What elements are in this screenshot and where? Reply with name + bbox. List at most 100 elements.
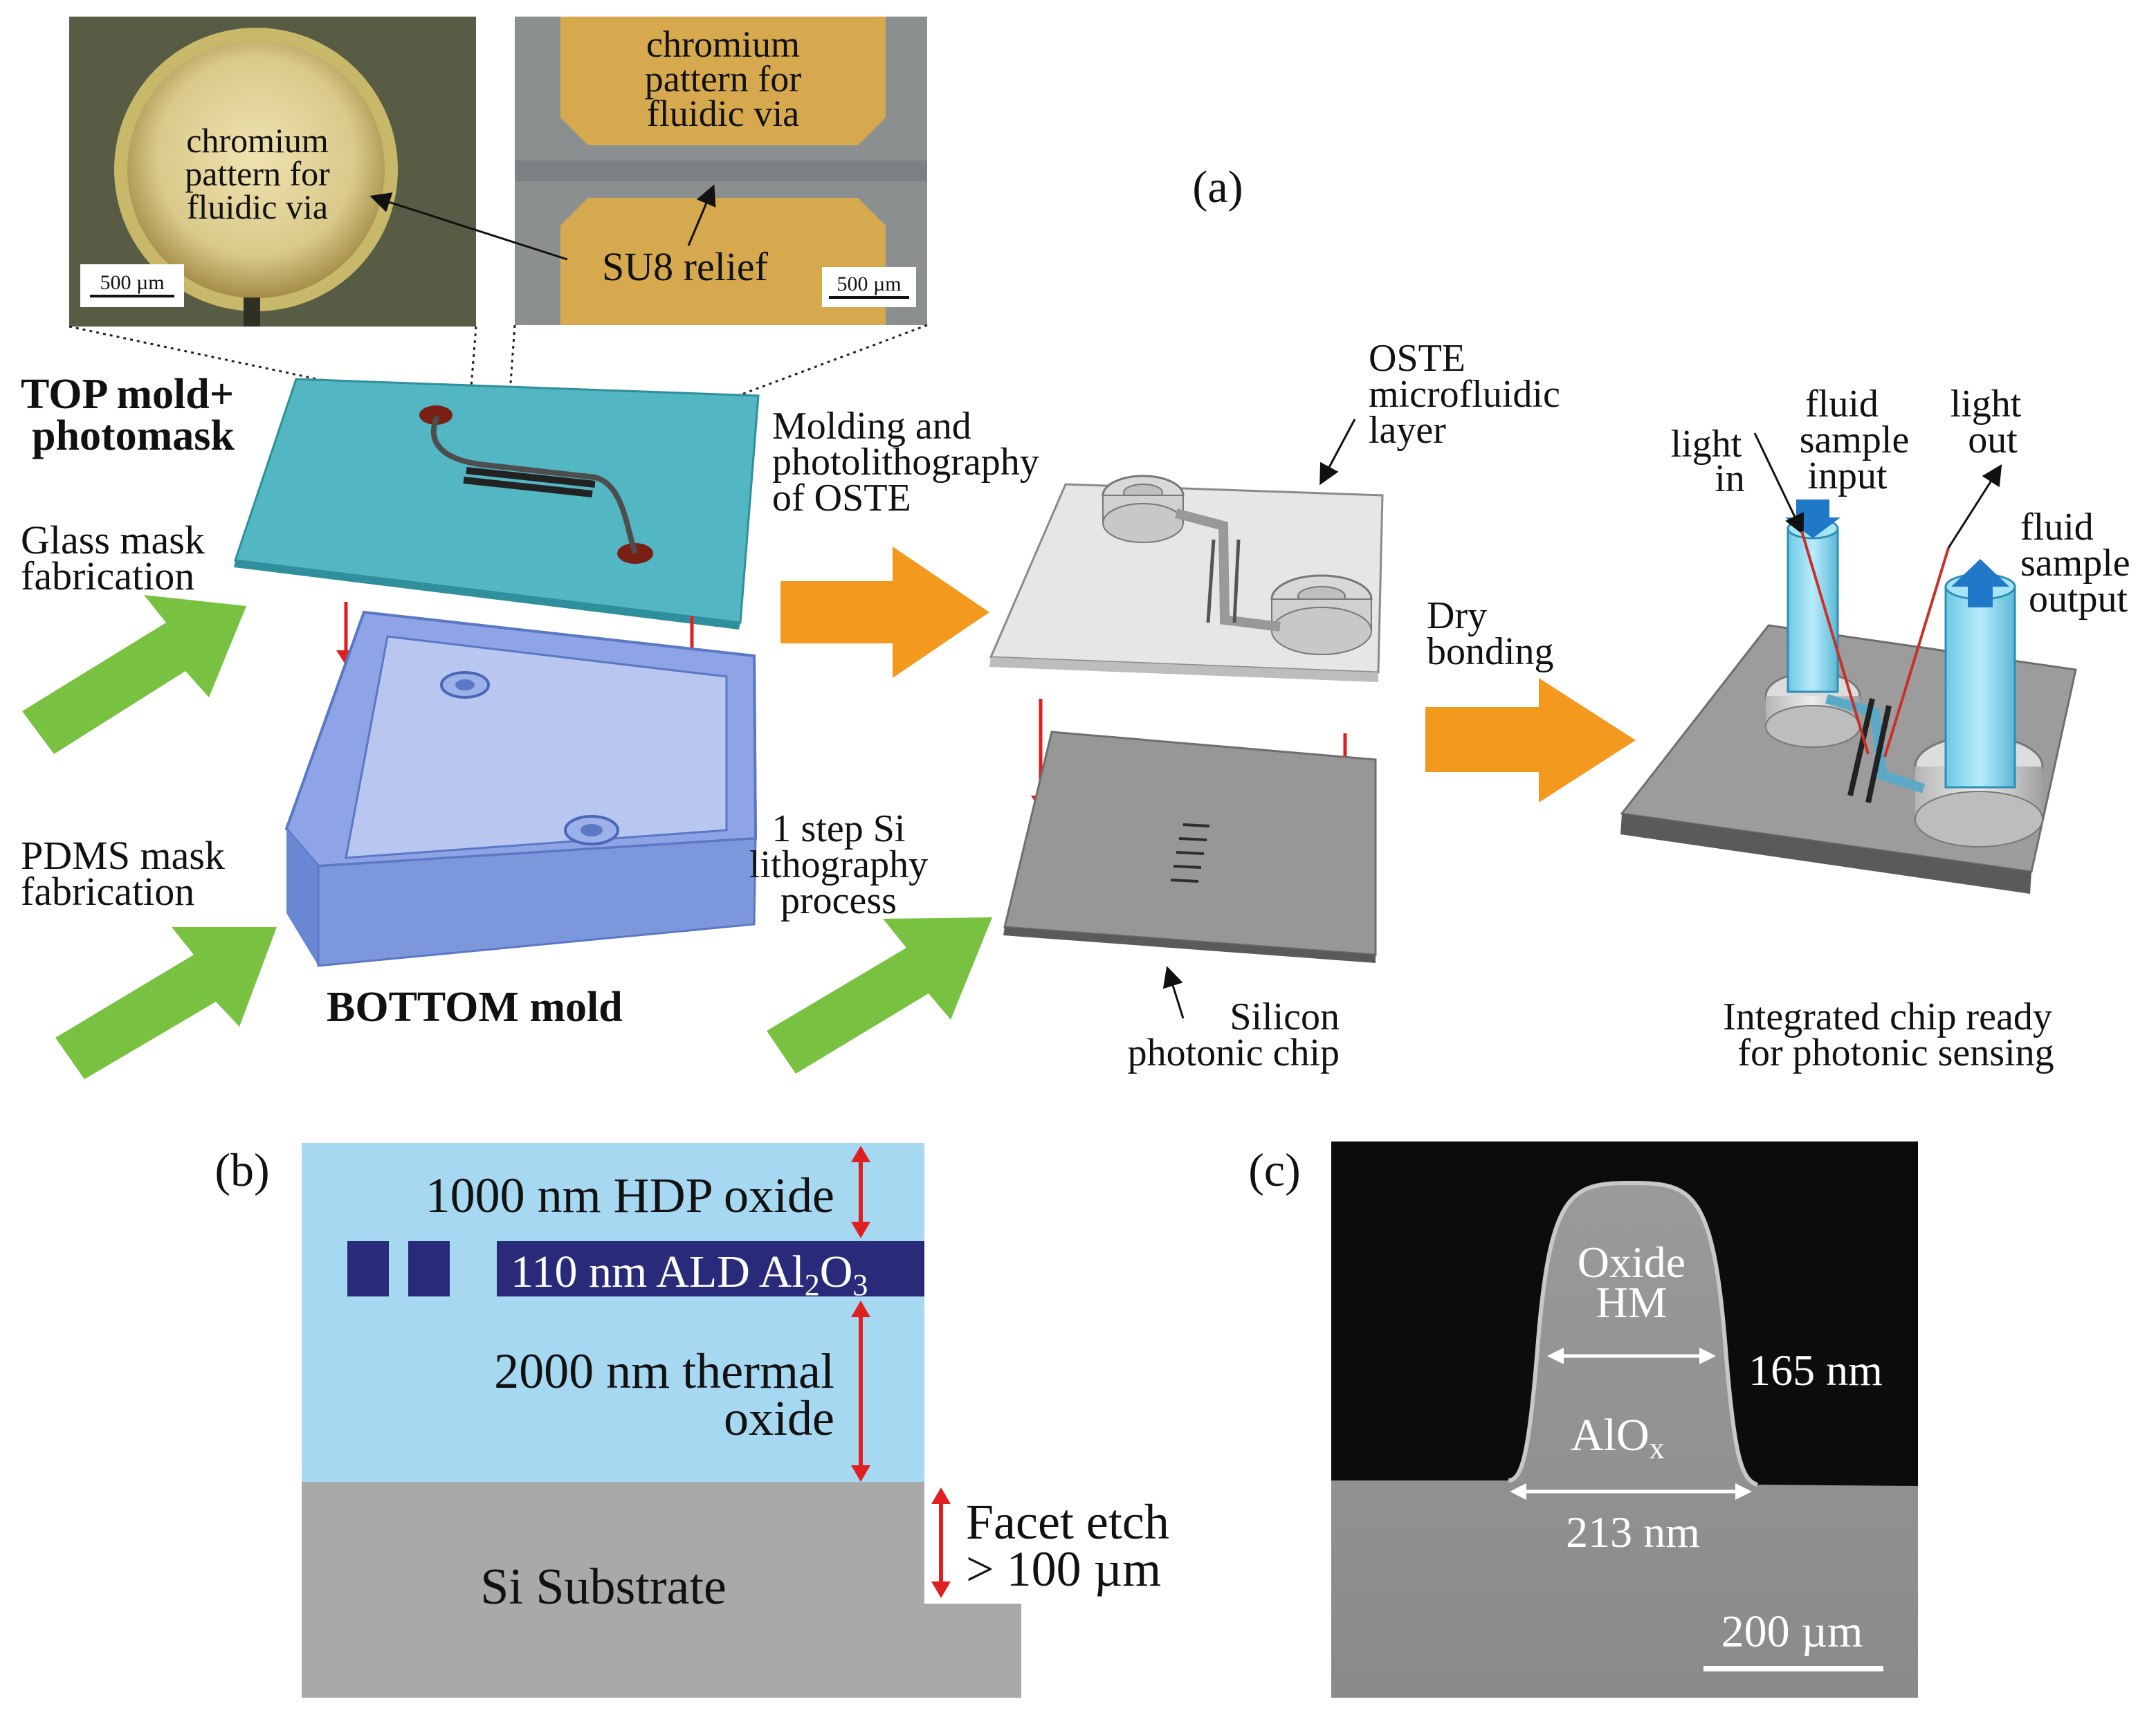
al2o3-block-2 — [408, 1241, 450, 1296]
chromium-disk — [127, 41, 385, 298]
silicon-label-1: Silicon — [1230, 996, 1340, 1038]
oste-layer — [989, 475, 1384, 682]
si-litho-label-2: lithography — [749, 843, 928, 886]
pdms-mask-label-2: fabrication — [21, 869, 194, 914]
top-mold-label-2: photomask — [32, 412, 235, 459]
sem-dimension-arrows — [1510, 1348, 1752, 1500]
oste-label-3: layer — [1369, 409, 1446, 452]
oxide-hm-label-1: Oxide — [1578, 1238, 1685, 1287]
glass-mask-label-2: fabrication — [21, 553, 194, 598]
light-out-ray — [1883, 547, 1950, 758]
pdms-left-side — [286, 829, 318, 966]
silicon-pointer — [1162, 966, 1185, 1019]
orange-arrow-molding — [780, 547, 989, 678]
light-in-label-1: light — [1671, 423, 1742, 466]
thermal-oxide-label-2: oxide — [724, 1391, 834, 1446]
silicon-label-2: photonic chip — [1128, 1031, 1340, 1074]
width-top-label: 165 nm — [1748, 1346, 1883, 1395]
oste-channel — [1175, 508, 1281, 632]
light-in-arrow — [1753, 432, 1805, 535]
silicon-chip-top — [1003, 731, 1377, 956]
glass-mask-label-1: Glass mask — [21, 517, 205, 562]
gold-pad-top — [560, 17, 886, 145]
bottom-mold-label: BOTTOM mold — [327, 984, 623, 1031]
input-cylinder — [1787, 527, 1839, 693]
al2o3-block-1 — [347, 1241, 389, 1296]
inset-right-label-2: pattern for — [645, 58, 801, 100]
panel-b: (b) 1000 nm HDP oxide 110 nm ALD Al2O3 2… — [214, 1143, 1169, 1698]
fluid-input-label-1: fluid — [1805, 383, 1879, 425]
facet-etch-label-2: > 100 µm — [966, 1541, 1161, 1597]
light-in-label-2: in — [1715, 457, 1745, 500]
sem-scale-label: 200 µm — [1721, 1606, 1863, 1657]
fluid-output-label-3: output — [2029, 578, 2128, 621]
si-substrate — [302, 1482, 1021, 1698]
inset-left-label-3: fluidic via — [187, 187, 328, 226]
inset-left-scalebox — [80, 264, 184, 307]
su8-relief-channel — [515, 161, 927, 181]
red-dimension-arrows — [851, 1146, 951, 1598]
oste-label-1: OSTE — [1369, 337, 1465, 380]
su8-arrow-left — [369, 192, 568, 261]
fluid-input-label-2: sample — [1800, 419, 1910, 461]
su8-arrow-up — [687, 184, 716, 246]
inset-left-label-1: chromium — [186, 121, 329, 160]
fluid-output-label-1: fluid — [2020, 506, 2094, 549]
light-out-label-1: light — [1951, 383, 2022, 425]
orange-arrow-bonding — [1425, 678, 1636, 803]
inset-right-micrograph: chromium pattern for fluidic via 500 µm — [515, 17, 927, 325]
si-litho-label-1: 1 step Si — [772, 807, 906, 850]
oste-pointer — [1319, 419, 1356, 486]
width-bottom-label: 213 nm — [1566, 1507, 1700, 1557]
inset-right-scale: 500 µm — [837, 273, 901, 295]
inset-right-label-1: chromium — [646, 24, 800, 65]
gold-pad-bottom — [560, 198, 886, 325]
su8-relief-label: SU8 relief — [602, 244, 769, 289]
panel-c-label: (c) — [1248, 1144, 1300, 1196]
pdms-front-side — [317, 837, 757, 967]
fluid-output-label-2: sample — [2020, 542, 2130, 585]
panel-a-label: (a) — [1192, 162, 1243, 212]
pdms-cavity — [345, 635, 728, 859]
oxide-layer — [302, 1143, 924, 1482]
alox-label: AlOx — [1571, 1410, 1665, 1465]
facet-etch-label-1: Facet etch — [966, 1494, 1169, 1550]
sem-waveguide-profile — [1331, 1183, 1918, 1698]
molding-label-2: photolithography — [772, 441, 1039, 484]
green-arrow-pdms — [55, 927, 277, 1079]
inset-right-scalebox — [822, 267, 916, 307]
al2o3-layer — [497, 1241, 924, 1296]
inset-left-scale: 500 µm — [100, 271, 164, 294]
inset-right-label-3: fluidic via — [647, 93, 799, 134]
dry-bonding-label-1: Dry — [1427, 594, 1487, 637]
oste-label-2: microfluidic — [1369, 373, 1560, 416]
fluid-input-label-3: input — [1807, 455, 1888, 497]
silicon-chip — [1003, 731, 1377, 963]
top-mold-label-1: TOP mold+ — [21, 371, 234, 418]
silicon-waveguides — [1170, 823, 1210, 883]
blue-arrow-input — [1785, 499, 1840, 538]
oxide-hm-label-2: HM — [1596, 1278, 1667, 1327]
panel-a: chromium pattern for fluidic via 500 µm … — [21, 17, 2130, 1079]
al2o3-label: 110 nm ALD Al2O3 — [511, 1247, 868, 1302]
light-out-arrow — [1947, 464, 2002, 549]
inset-left-trace — [244, 297, 260, 327]
top-mold-glass-plate — [233, 378, 760, 630]
light-in-ray — [1800, 531, 1870, 755]
mask-waveguide-2 — [463, 477, 593, 497]
mask-channel — [430, 415, 638, 555]
mask-waveguide-1 — [466, 467, 596, 488]
integrated-label-2: for photonic sensing — [1737, 1031, 2054, 1074]
molding-label-1: Molding and — [772, 405, 971, 448]
hdp-oxide-label: 1000 nm HDP oxide — [426, 1168, 834, 1223]
si-substrate-label: Si Substrate — [480, 1559, 727, 1615]
inset-left-label-2: pattern for — [185, 154, 330, 193]
via-dot-top — [419, 405, 453, 425]
pdms-mask-label-1: PDMS mask — [21, 833, 225, 878]
green-arrow-si — [767, 917, 992, 1074]
glass-plate-edge — [234, 560, 740, 630]
panel-c: (c) Oxide HM AlOx 165 nm 213 nm 200 µm — [1248, 1141, 1918, 1698]
integrated-label-1: Integrated chip ready — [1723, 996, 2052, 1038]
bottom-mold-pdms — [284, 610, 758, 967]
